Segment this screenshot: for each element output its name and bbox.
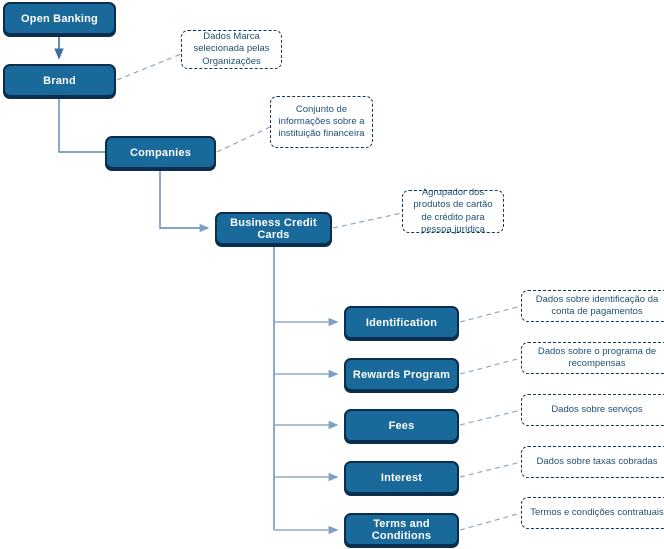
node-identification-label: Identification	[365, 316, 438, 329]
callout-companies: Conjunto de informações sobre a institui…	[270, 96, 373, 148]
callout-rewards-program: Dados sobre o programa de recompensas	[521, 342, 664, 374]
node-rewards-program-label: Rewards Program	[352, 368, 451, 381]
callout-business-credit-cards: Agrupador dos produtos de cartão de créd…	[402, 187, 504, 235]
node-business-credit-cards[interactable]: Business Credit Cards	[215, 212, 332, 245]
leader-identification-callout	[459, 305, 522, 323]
callout-identification-text: Dados sobre identificação da conta de pa…	[535, 293, 659, 317]
leader-rewards-callout	[459, 357, 522, 375]
callout-interest-text: Dados sobre taxas cobradas	[536, 455, 658, 467]
node-companies[interactable]: Companies	[105, 136, 216, 169]
callout-business-credit-cards-text: Agrupador dos produtos de cartão de créd…	[413, 187, 493, 235]
callout-fees-text: Dados sobre serviços	[551, 403, 643, 415]
leader-companies-callout	[216, 126, 271, 153]
callout-brand-text: Dados Marca selecionada pelas Organizaçõ…	[193, 31, 270, 67]
node-open-banking-label: Open Banking	[21, 12, 98, 25]
callout-interest: Dados sobre taxas cobradas	[521, 446, 664, 478]
node-interest-label: Interest	[380, 471, 423, 484]
leader-terms-callout	[459, 512, 522, 531]
leader-brand-callout	[116, 53, 182, 81]
node-business-credit-cards-label: Business Credit Cards	[230, 216, 317, 241]
leader-fees-callout	[459, 409, 522, 426]
node-fees-label: Fees	[388, 419, 415, 432]
edge-companies-to-business-credit-cards	[159, 171, 210, 233]
node-rewards-program[interactable]: Rewards Program	[344, 358, 459, 391]
callout-rewards-program-text: Dados sobre o programa de recompensas	[537, 345, 657, 369]
callout-companies-text: Conjunto de informações sobre a institui…	[278, 103, 365, 140]
node-identification[interactable]: Identification	[344, 306, 459, 339]
node-interest[interactable]: Interest	[344, 461, 459, 494]
node-fees[interactable]: Fees	[344, 409, 459, 442]
callout-fees: Dados sobre serviços	[521, 394, 664, 426]
leader-interest-callout	[459, 461, 522, 478]
node-terms-and-conditions-label: Terms and Conditions	[371, 517, 432, 542]
node-open-banking[interactable]: Open Banking	[3, 2, 116, 35]
node-terms-and-conditions[interactable]: Terms and Conditions	[344, 513, 459, 546]
node-brand[interactable]: Brand	[3, 64, 116, 97]
callout-terms-and-conditions-text: Termos e condições contratuais	[530, 506, 664, 518]
node-brand-label: Brand	[43, 74, 76, 87]
callout-identification: Dados sobre identificação da conta de pa…	[521, 290, 664, 322]
leader-business-credit-cards-callout	[332, 212, 403, 229]
callout-brand: Dados Marca selecionada pelas Organizaçõ…	[181, 30, 282, 69]
callout-terms-and-conditions: Termos e condições contratuais	[521, 497, 664, 529]
node-companies-label: Companies	[129, 146, 192, 159]
